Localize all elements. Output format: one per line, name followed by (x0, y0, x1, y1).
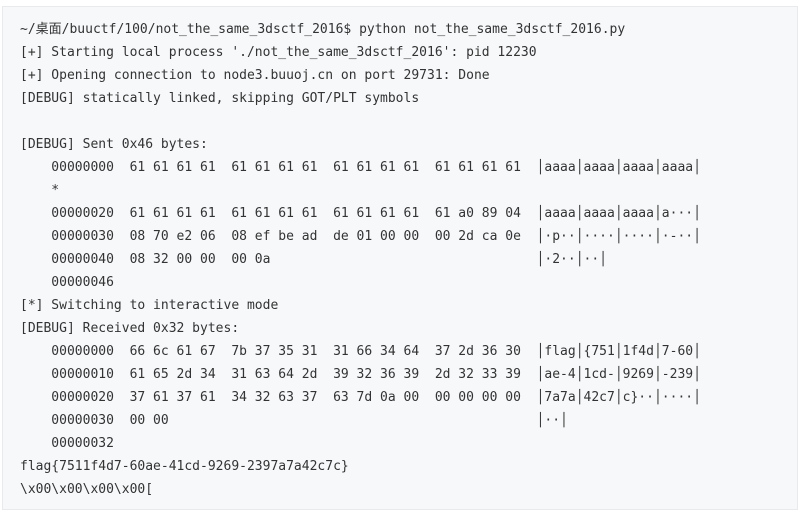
hexdump-row: 00000010 61 65 2d 34 31 63 64 2d 39 32 3… (20, 367, 701, 382)
command-line: ~/桌面/buuctf/100/not_the_same_3dsctf_2016… (20, 22, 626, 37)
terminal-text: ~/桌面/buuctf/100/not_the_same_3dsctf_2016… (20, 18, 701, 501)
hexdump-row: 00000020 37 61 37 61 34 32 63 37 63 7d 0… (20, 390, 701, 405)
hexdump-row: 00000000 66 6c 61 67 7b 37 35 31 31 66 3… (20, 344, 701, 359)
output-line: [DEBUG] statically linked, skipping GOT/… (20, 91, 420, 106)
output-line: [DEBUG] Received 0x32 bytes: (20, 321, 240, 336)
hexdump-row: 00000046 (20, 275, 114, 290)
hexdump-row: 00000030 08 70 e2 06 08 ef be ad de 01 0… (20, 229, 701, 244)
hexdump-row: 00000030 00 00 │··│ (20, 413, 568, 428)
hexdump-row: 00000020 61 61 61 61 61 61 61 61 61 61 6… (20, 206, 701, 221)
output-line: [*] Switching to interactive mode (20, 298, 279, 313)
hexdump-row: 00000032 (20, 436, 114, 451)
output-line: [+] Opening connection to node3.buuoj.cn… (20, 68, 490, 83)
hexdump-row: 00000040 08 32 00 00 00 0a │·2··│··│ (20, 252, 607, 267)
output-line: [DEBUG] Sent 0x46 bytes: (20, 137, 208, 152)
blank-line (20, 110, 701, 133)
output-line: \x00\x00\x00\x00[ (20, 482, 154, 497)
hexdump-row: 00000000 61 61 61 61 61 61 61 61 61 61 6… (20, 160, 701, 175)
hexdump-row: * (20, 183, 60, 198)
terminal-output-block: ~/桌面/buuctf/100/not_the_same_3dsctf_2016… (2, 6, 798, 510)
output-line: [+] Starting local process './not_the_sa… (20, 45, 537, 60)
flag-line: flag{7511f4d7-60ae-41cd-9269-2397a7a42c7… (20, 459, 349, 474)
